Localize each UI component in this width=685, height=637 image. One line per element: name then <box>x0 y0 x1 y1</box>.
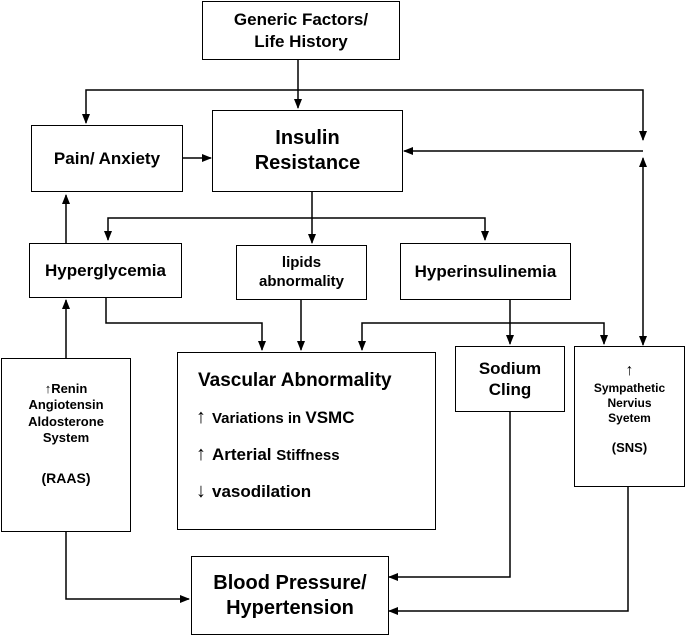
arrow-sns-to-bp <box>388 487 629 615</box>
sns-line4: (SNS) <box>611 440 648 455</box>
lipids-abnormality-box: lipids abnormality <box>236 245 367 300</box>
vascular-title: Vascular Abnormality <box>198 370 392 391</box>
sns-line2: Nervius <box>607 396 652 410</box>
bp-line2: Hypertension <box>226 596 354 619</box>
insulin-line2: Resistance <box>254 152 361 174</box>
sodium-line2: Cling <box>488 380 532 399</box>
blood-pressure-box: Blood Pressure/ Hypertension <box>191 556 389 635</box>
genetic-line2: Life History <box>254 31 348 51</box>
arrow-hyperinsulinemia-to-vascular <box>358 322 510 351</box>
vascular-line-stiffness: ↑Arterial Stiffness <box>196 442 340 465</box>
vascular-line-vasodilation: ↓vasodilation <box>196 479 312 502</box>
hyperglycemia-box: Hyperglycemia <box>29 243 182 298</box>
raas-line2: Angiotensin <box>28 397 104 413</box>
arrow-genetic-to-right <box>298 89 647 141</box>
down-arrow-icon: ↓ <box>196 479 206 502</box>
arrow-hyperinsulinemia-to-sns <box>510 322 608 345</box>
vascular-abnormality-box: Vascular Abnormality ↑Variations in VSMC… <box>177 352 436 530</box>
arrow-hyperglycemia-to-vascular <box>105 298 266 351</box>
arrow-genetic-to-pain <box>82 89 298 124</box>
raas-line3: Aldosterone <box>28 413 104 429</box>
sns-line3: Syetem <box>608 411 651 425</box>
pain-anxiety-box: Pain/ Anxiety <box>31 125 183 192</box>
lipids-line1: lipids <box>281 253 322 271</box>
arrow-insulin-split <box>104 192 313 241</box>
arrow-sodium-to-bp <box>388 412 511 581</box>
raas-line5: (RAAS) <box>41 470 91 486</box>
sns-line1: Sympathetic <box>593 381 666 395</box>
sodium-cling-box: Sodium Cling <box>455 346 565 412</box>
up-arrow-icon: ↑ <box>196 442 206 465</box>
insulin-resistance-box: Insulin Resistance <box>212 110 403 192</box>
genetic-line1: Generic Factors/ <box>233 10 369 30</box>
arrow-insulin-to-hyperinsulinemia <box>312 217 489 241</box>
bp-line1: Blood Pressure/ <box>213 571 367 594</box>
hyperinsulinemia-label: Hyperinsulinemia <box>414 261 557 281</box>
lipids-line2: abnormality <box>258 272 345 290</box>
hyperglycemia-label: Hyperglycemia <box>45 260 166 280</box>
insulin-line1: Insulin <box>275 127 340 149</box>
genetic-factors-box: Generic Factors/ Life History <box>202 1 400 60</box>
up-arrow-icon: ↑ <box>196 405 206 428</box>
sns-up-arrow-icon: ↑ <box>625 362 634 379</box>
arrow-raas-to-bp <box>65 532 190 603</box>
raas-line1: ↑Renin <box>44 381 88 396</box>
raas-box: ↑Renin Angiotensin Aldosterone System (R… <box>1 358 131 532</box>
vascular-line-vsmc: ↑Variations in VSMC <box>196 405 355 428</box>
pain-anxiety-label: Pain/ Anxiety <box>53 148 161 168</box>
sodium-line1: Sodium <box>478 358 542 378</box>
hyperinsulinemia-box: Hyperinsulinemia <box>400 243 571 300</box>
sns-box: ↑ Sympathetic Nervius Syetem (SNS) <box>574 346 685 487</box>
raas-line4: System <box>42 429 90 445</box>
